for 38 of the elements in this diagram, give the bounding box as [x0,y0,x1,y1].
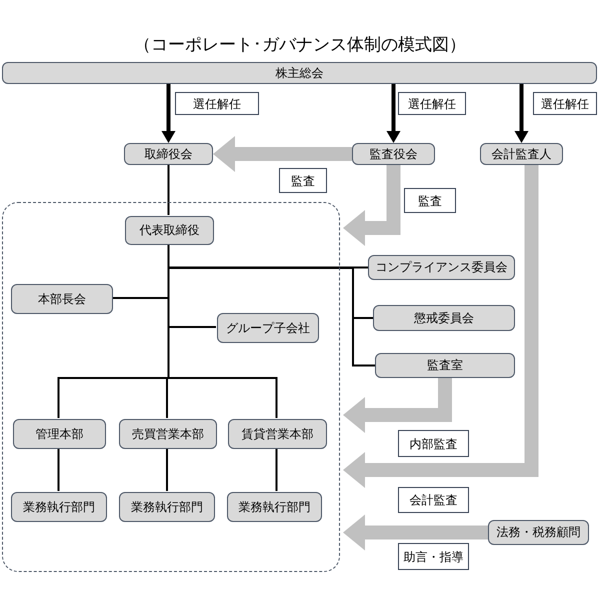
edge-label: 内部監査 [398,430,469,457]
org-box: 監査室 [375,353,515,378]
arrow [213,136,352,172]
connector-line [58,448,60,491]
connector-line [168,244,278,418]
arrow [343,514,488,550]
connector-line [276,448,278,491]
org-box: コンプライアンス委員会 [368,255,515,280]
edge-label: 助言・指導 [398,543,469,570]
edge-label: 選任解任 [398,92,466,115]
connector-line [166,448,168,491]
org-box: 賃貸営業本部 [228,419,327,449]
org-box: 売買営業本部 [119,419,217,449]
connector-line [168,165,170,215]
org-box: 代表取締役 [125,216,214,245]
org-box: 管理本部 [13,419,106,449]
edge-label: 会計監査 [398,487,469,513]
org-box: 業務執行部門 [119,492,215,522]
arrow [514,84,528,143]
org-box: 会計監査人 [480,143,563,165]
diagram-title: （コーポレート･ガバナンス体制の模式図） [133,34,467,57]
org-box: 法務・税務顧問 [488,520,589,545]
org-box: 監査役会 [352,143,435,165]
edge-label: 監査 [404,188,456,213]
edge-label: 選任解任 [175,92,259,115]
org-box: グループ子会社 [217,313,319,343]
org-box: 業務執行部門 [227,492,322,522]
org-box: 株主総会 [2,62,597,84]
org-box: 本部長会 [11,284,113,314]
org-box: 取締役会 [124,143,213,165]
edge-label: 選任解任 [533,92,597,115]
dashed-group-frame [2,202,340,572]
org-box: 懲戒委員会 [373,305,515,331]
org-box: 業務執行部門 [11,492,107,522]
arrow [162,84,176,143]
arrow [386,84,400,143]
arrow [343,165,538,488]
edge-label: 監査 [279,168,327,193]
